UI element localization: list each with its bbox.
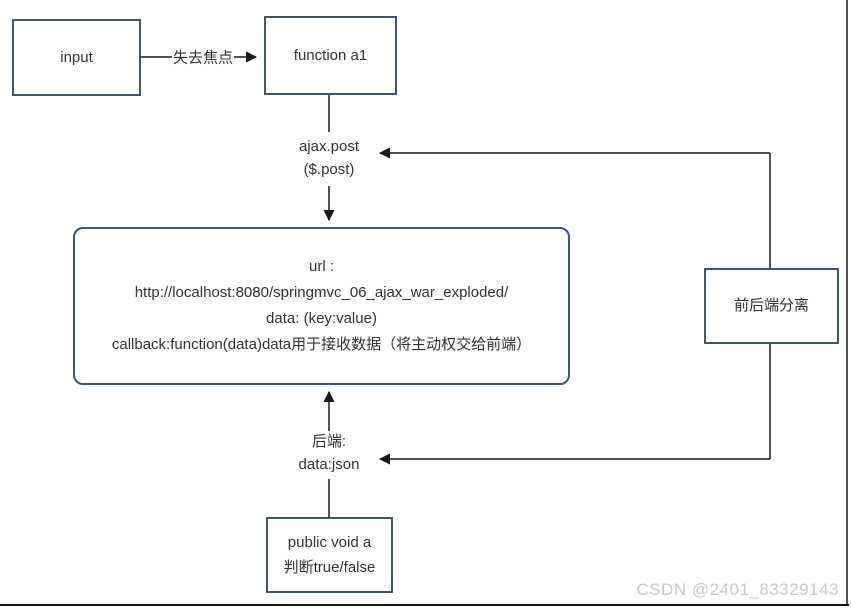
request-detail-node: url : http://localhost:8080/springmvc_06… (73, 227, 570, 385)
input-node-label: input (60, 48, 93, 66)
request-url-value: http://localhost:8080/springmvc_06_ajax_… (134, 284, 509, 301)
separation-node-label: 前后端分离 (733, 297, 809, 314)
public-void-node: public void a 判断true/false (266, 517, 393, 593)
canvas-bottom-edge-line (0, 604, 849, 606)
ajax-post-line1: ajax.post (298, 138, 360, 155)
public-void-line1: public void a (287, 534, 372, 551)
backend-label-line1: 后端: (311, 433, 347, 450)
backend-data-label: 后端: data:json (254, 430, 404, 476)
request-url-title: url : (308, 258, 334, 275)
ajax-post-line2: ($.post) (303, 161, 355, 178)
blur-event-edge-label: 失去焦点 (171, 46, 235, 68)
public-void-line2: 判断true/false (283, 559, 376, 576)
request-callback-line: callback:function(data)data用于接收数据（将主动权交给… (111, 336, 532, 353)
request-data-line: data: (key:value) (266, 310, 377, 327)
canvas-right-edge-line (846, 0, 848, 606)
function-a1-node: function a1 (264, 16, 397, 95)
separation-node: 前后端分离 (704, 268, 839, 344)
ajax-post-label: ajax.post ($.post) (254, 135, 404, 181)
function-a1-label: function a1 (293, 46, 368, 64)
backend-label-line2: data:json (298, 456, 360, 473)
csdn-watermark: CSDN @2401_83329143 (636, 580, 839, 599)
input-node: input (12, 19, 141, 96)
